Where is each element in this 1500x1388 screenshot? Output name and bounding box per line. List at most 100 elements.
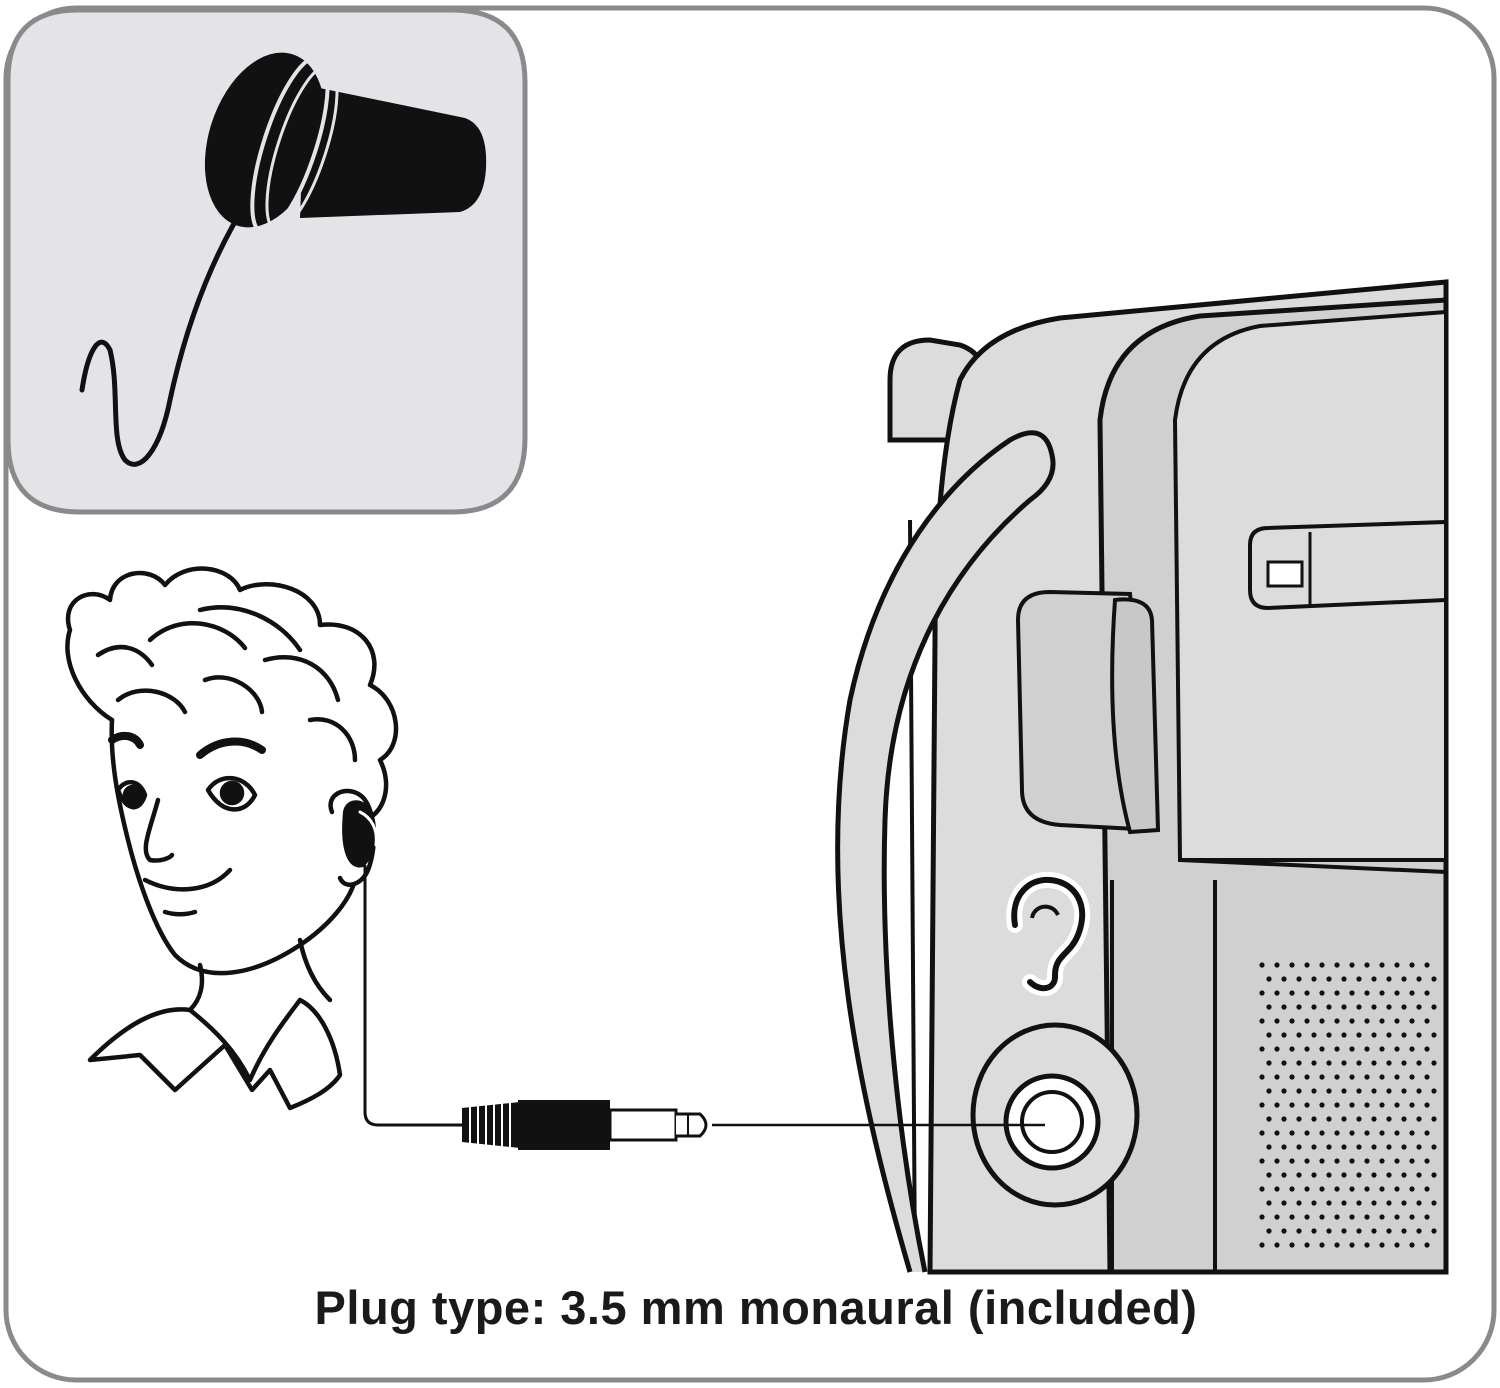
grille-dot [1401, 976, 1407, 982]
grille-dot [1266, 1228, 1272, 1234]
grille-dot [1416, 1060, 1422, 1066]
grille-dot [1334, 1242, 1340, 1248]
grille-dot [1341, 1172, 1347, 1178]
grille-dot [1371, 1172, 1377, 1178]
grille-dot [1364, 1046, 1370, 1052]
grille-dot [1431, 1172, 1437, 1178]
grille-dot [1431, 1200, 1437, 1206]
grille-dot [1401, 1004, 1407, 1010]
grille-dot [1356, 1228, 1362, 1234]
grille-dot [1266, 1088, 1272, 1094]
grille-dot [1274, 962, 1280, 968]
grille-dot [1431, 976, 1437, 982]
grille-dot [1289, 1186, 1295, 1192]
grille-dot [1364, 1214, 1370, 1220]
grille-dot [1424, 1102, 1430, 1108]
grille-dot [1334, 1186, 1340, 1192]
grille-dot [1281, 976, 1287, 982]
grille-dot [1289, 1214, 1295, 1220]
caption-text: Plug type: 3.5 mm monaural (included) [314, 1281, 1198, 1334]
grille-dot [1431, 1088, 1437, 1094]
grille-dot [1416, 976, 1422, 982]
grille-dot [1311, 1088, 1317, 1094]
grille-dot [1409, 990, 1415, 996]
earphone-icon [79, 52, 487, 467]
grille-dot [1326, 1172, 1332, 1178]
grille-dot [1304, 1046, 1310, 1052]
grille-dot [1356, 1172, 1362, 1178]
grille-dot [1334, 1214, 1340, 1220]
grille-dot [1319, 1214, 1325, 1220]
grille-dot [1274, 990, 1280, 996]
grille-dot [1341, 1200, 1347, 1206]
grille-dot [1326, 1228, 1332, 1234]
grille-dot [1349, 1102, 1355, 1108]
grille-dot [1296, 1228, 1302, 1234]
grille-dot [1416, 1228, 1422, 1234]
grille-dot [1259, 1242, 1265, 1248]
grille-dot [1296, 1060, 1302, 1066]
earphone-cable [79, 197, 251, 467]
grille-dot [1311, 1228, 1317, 1234]
grille-dot [1296, 976, 1302, 982]
grille-dot [1379, 1186, 1385, 1192]
grille-dot [1409, 1214, 1415, 1220]
grille-dot [1394, 990, 1400, 996]
headphone-jack-icon [970, 1022, 1140, 1208]
grille-dot [1379, 1102, 1385, 1108]
grille-dot [1431, 1228, 1437, 1234]
grille-dot [1386, 1116, 1392, 1122]
grille-dot [1394, 1018, 1400, 1024]
grille-dot [1416, 1172, 1422, 1178]
grille-dot [1379, 1158, 1385, 1164]
person-face [109, 717, 358, 976]
grille-dot [1356, 1004, 1362, 1010]
grille-dot [1379, 962, 1385, 968]
grille-dot [1334, 1018, 1340, 1024]
grille-dot [1274, 1214, 1280, 1220]
grille-dot [1334, 1046, 1340, 1052]
grille-dot [1304, 962, 1310, 968]
grille-dot [1371, 1060, 1377, 1066]
speaker-grille [1259, 962, 1437, 1248]
grille-dot [1379, 1046, 1385, 1052]
grille-dot [1259, 962, 1265, 968]
grille-dot [1386, 1032, 1392, 1038]
grille-dot [1296, 1172, 1302, 1178]
grille-dot [1266, 1060, 1272, 1066]
grille-dot [1289, 1102, 1295, 1108]
grille-dot [1409, 1074, 1415, 1080]
grille-dot [1394, 1102, 1400, 1108]
grille-dot [1386, 1060, 1392, 1066]
grille-dot [1416, 1088, 1422, 1094]
radio-switch [1248, 519, 1448, 611]
grille-dot [1266, 1032, 1272, 1038]
grille-dot [1326, 1032, 1332, 1038]
grille-dot [1394, 962, 1400, 968]
grille-dot [1289, 962, 1295, 968]
ear-icon [1006, 871, 1091, 997]
grille-dot [1371, 976, 1377, 982]
grille-dot [1259, 1130, 1265, 1136]
grille-dot [1394, 1130, 1400, 1136]
grille-dot [1416, 1144, 1422, 1150]
grille-dot [1296, 1144, 1302, 1150]
grille-dot [1356, 1060, 1362, 1066]
grille-dot [1349, 1214, 1355, 1220]
grille-dot [1281, 1200, 1287, 1206]
grille-dot [1371, 1088, 1377, 1094]
grille-dot [1371, 1228, 1377, 1234]
grille-dot [1266, 976, 1272, 982]
grille-dot [1386, 1144, 1392, 1150]
grille-dot [1296, 1088, 1302, 1094]
grille-dot [1379, 1074, 1385, 1080]
grille-dot [1371, 1144, 1377, 1150]
grille-dot [1349, 990, 1355, 996]
grille-dot [1364, 1074, 1370, 1080]
grille-dot [1281, 1088, 1287, 1094]
grille-dot [1356, 1032, 1362, 1038]
grille-dot [1326, 1088, 1332, 1094]
grille-dot [1334, 962, 1340, 968]
grille-dot [1289, 1074, 1295, 1080]
